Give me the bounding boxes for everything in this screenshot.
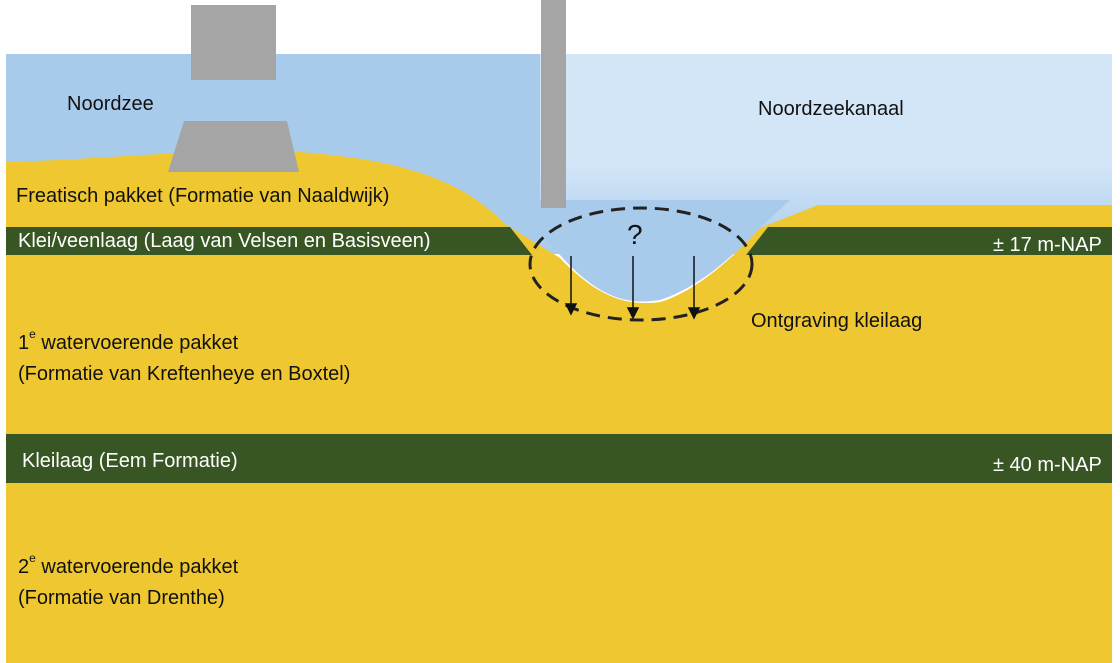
aquifer-2-superscript: e — [29, 551, 36, 565]
noordzee-label: Noordzee — [67, 93, 154, 115]
depth-top-label: ± 17 m-NAP — [993, 234, 1102, 256]
aquifer-1-sand — [6, 316, 1112, 436]
aquifer-1-number: 1 — [18, 332, 30, 354]
pier-structure-top — [191, 5, 276, 80]
sheet-pile-wall — [541, 0, 566, 208]
aquifer-2-title: 2e watervoerende pakket — [18, 551, 238, 583]
freatisch-pakket-sand — [6, 151, 1112, 318]
aquifer-1-title-text: watervoerende pakket — [35, 332, 239, 354]
aquifer-2-number: 2 — [18, 556, 30, 578]
question-mark: ? — [627, 219, 643, 250]
aquifer-1-superscript: e — [29, 327, 36, 341]
aquifer-1-title: 1e watervoerende pakket — [18, 327, 238, 359]
excavation-ellipse — [528, 206, 754, 322]
aquifer-2-sand — [6, 483, 1112, 663]
aquifer-2-title-text: watervoerende pakket — [35, 556, 239, 578]
seepage-arrows — [564, 256, 701, 320]
kleilaag-eem-label: Kleilaag (Eem Formatie) — [22, 450, 238, 472]
aquifer-1-formation: (Formatie van Kreftenheye en Boxtel) — [18, 363, 351, 385]
noordzeekanaal-label: Noordzeekanaal — [758, 98, 904, 120]
seepage-arrow-head — [564, 303, 578, 316]
kleilaag-eem — [6, 434, 1112, 484]
depth-bottom-label: ± 40 m-NAP — [993, 454, 1102, 476]
freatisch-pakket-label: Freatisch pakket (Formatie van Naaldwijk… — [16, 185, 390, 207]
klei-veenlaag-label: Klei/veenlaag (Laag van Velsen en Basisv… — [18, 230, 431, 252]
pier-structure-base — [168, 121, 299, 172]
klei-veenlaag-right — [746, 227, 1112, 255]
aquifer-2-formation: (Formatie van Drenthe) — [18, 587, 225, 609]
seepage-arrow-head — [626, 307, 640, 320]
klei-veenlaag-left — [6, 227, 532, 255]
ontgraving-label: Ontgraving kleilaag — [751, 310, 923, 332]
seepage-arrow-head — [687, 307, 701, 320]
